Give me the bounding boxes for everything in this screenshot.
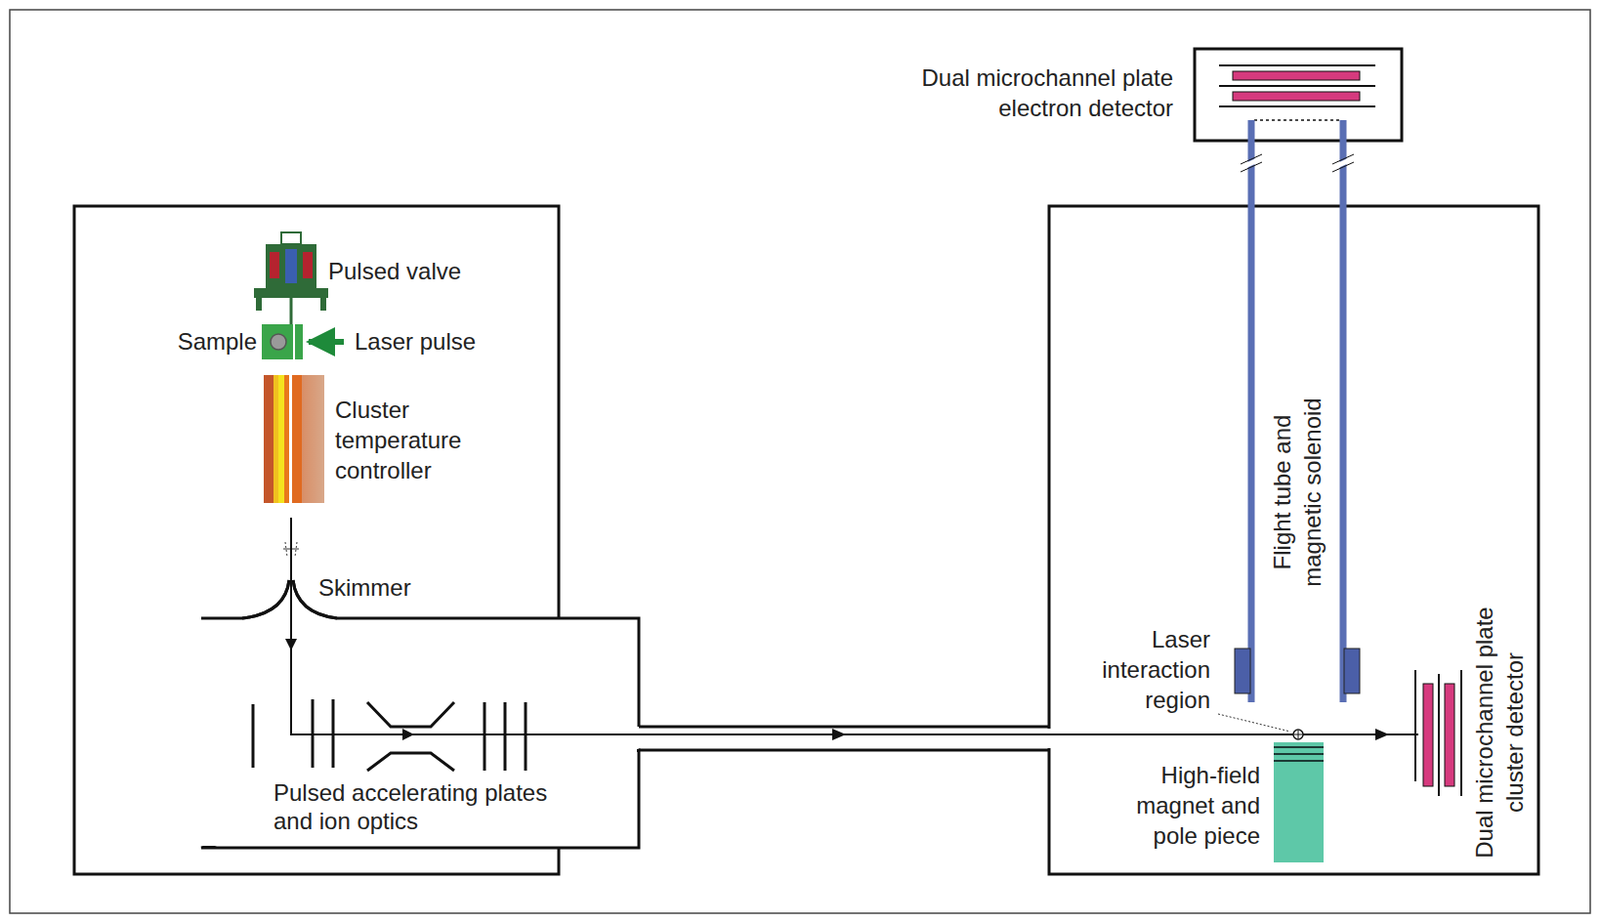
high-field-magnet bbox=[1273, 742, 1324, 863]
temperature-controller-part bbox=[278, 375, 285, 504]
high-field-magnet-part bbox=[1273, 746, 1324, 749]
high-field-magnet-part bbox=[1273, 753, 1324, 756]
flight-tube-part bbox=[1340, 120, 1348, 703]
leader-line bbox=[1218, 714, 1291, 732]
high-field-magnet-part bbox=[1273, 759, 1324, 762]
sample-holder-part bbox=[270, 334, 287, 350]
accelerating-plates-part bbox=[504, 702, 507, 771]
electron-detector-part bbox=[1219, 84, 1376, 87]
drift-tube-part bbox=[636, 728, 1053, 749]
cluster-beam-path-part bbox=[832, 728, 846, 741]
electron-detector-part bbox=[1232, 91, 1360, 101]
pulsed-valve-part bbox=[290, 297, 294, 325]
temperature-controller-part bbox=[292, 375, 302, 504]
pulsed-valve-part bbox=[255, 297, 262, 311]
flight-tube-part bbox=[1240, 162, 1263, 172]
flight-tube-part bbox=[1248, 120, 1256, 703]
electron-detector-part bbox=[1194, 48, 1402, 141]
flight-tube-part bbox=[1240, 154, 1263, 165]
acceleration-chamber-part bbox=[201, 580, 639, 848]
beam-origin-marks-part bbox=[294, 542, 297, 557]
callout-label: Laser interaction region bbox=[1083, 624, 1211, 716]
temperature-controller-part bbox=[273, 375, 279, 504]
solenoid-magnets-part bbox=[1344, 648, 1360, 694]
temperature-controller-part bbox=[263, 375, 274, 504]
temperature-controller bbox=[263, 375, 325, 504]
part-label: Laser pulse bbox=[354, 326, 550, 357]
temperature-controller-part bbox=[284, 375, 290, 504]
cluster-detector-part bbox=[1444, 683, 1455, 787]
laser-pulse-arrow bbox=[308, 341, 344, 343]
solenoid-magnets bbox=[1234, 648, 1360, 694]
right-chamber-part bbox=[1049, 206, 1539, 875]
temperature-controller-part bbox=[263, 375, 325, 504]
electron-detector-part bbox=[1219, 105, 1376, 108]
accelerating-plates-part bbox=[252, 704, 255, 768]
acceleration-chamber-part bbox=[203, 620, 637, 846]
interaction-point bbox=[1293, 729, 1304, 740]
electron-detector-part bbox=[1254, 119, 1341, 122]
part-label: Pulsed valve bbox=[328, 255, 524, 287]
accelerating-plates-part bbox=[311, 699, 315, 768]
right-chamber bbox=[1049, 206, 1539, 875]
sample-holder bbox=[261, 324, 303, 360]
part-label: Skimmer bbox=[318, 572, 456, 603]
outer-frame-part bbox=[9, 9, 1591, 914]
pulsed-valve-part bbox=[281, 232, 301, 245]
electron-detector-part bbox=[1232, 71, 1360, 81]
part-label: Cluster temperature controller bbox=[335, 394, 482, 486]
cluster-beam-path-part bbox=[402, 728, 415, 741]
flight-tube-part bbox=[1332, 162, 1354, 172]
solenoid-magnets-part bbox=[1234, 648, 1251, 694]
accelerating-plates-part bbox=[367, 753, 455, 771]
part-label: High-field magnet and pole piece bbox=[1103, 759, 1261, 851]
cluster-beam-path-part bbox=[1375, 728, 1390, 741]
acceleration-chamber bbox=[201, 580, 639, 848]
cluster-detector bbox=[1415, 670, 1462, 797]
accelerating-plates bbox=[252, 699, 526, 771]
drift-tube-part bbox=[638, 749, 1050, 753]
laser-pulse-arrow-part bbox=[308, 338, 344, 345]
drift-tube bbox=[636, 726, 1053, 751]
sample-holder-part bbox=[293, 324, 295, 360]
pulsed-valve-part bbox=[253, 288, 329, 298]
pulsed-valve-part bbox=[269, 252, 280, 279]
accelerating-plates-part bbox=[483, 702, 487, 771]
accelerating-plates-part bbox=[524, 702, 528, 771]
cluster-beam-path-part bbox=[285, 638, 297, 651]
cluster-detector-part bbox=[1423, 683, 1433, 787]
accelerating-plates-part bbox=[367, 702, 455, 727]
sample-holder-part bbox=[261, 324, 303, 360]
part-label: Flight tube and magnetic solenoid bbox=[1266, 384, 1328, 600]
electron-detector-part bbox=[1219, 64, 1376, 67]
outer-frame bbox=[9, 9, 1591, 914]
accelerating-plates-part bbox=[332, 699, 336, 768]
cluster-detector-part bbox=[1414, 670, 1417, 782]
interaction-point-part bbox=[1293, 729, 1304, 740]
interaction-point-part bbox=[1298, 730, 1300, 739]
high-field-magnet-part bbox=[1273, 742, 1324, 863]
acceleration-chamber-part bbox=[556, 621, 563, 844]
detector-label: Dual microchannel plate cluster detector bbox=[1469, 598, 1530, 868]
pulsed-valve bbox=[253, 232, 329, 325]
flight-tube-part bbox=[1332, 154, 1354, 165]
pulsed-valve-part bbox=[265, 244, 317, 289]
cluster-detector-part bbox=[1437, 673, 1440, 797]
pulsed-valve-part bbox=[302, 252, 313, 279]
detector-label: Dual microchannel plate electron detecto… bbox=[880, 62, 1174, 124]
pulsed-valve-part bbox=[320, 297, 327, 311]
pulsed-valve-part bbox=[285, 249, 297, 284]
part-label: Sample bbox=[139, 326, 257, 357]
flight-tube bbox=[1240, 120, 1354, 703]
temperature-controller-part bbox=[289, 375, 293, 504]
electron-detector bbox=[1194, 48, 1402, 141]
part-label: Pulsed accelerating plates and ion optic… bbox=[273, 778, 567, 836]
cluster-detector-part bbox=[1460, 670, 1463, 797]
beam-origin-marks-part bbox=[285, 542, 288, 557]
drift-tube-part bbox=[638, 725, 1050, 729]
leader-line-part bbox=[1218, 714, 1291, 732]
